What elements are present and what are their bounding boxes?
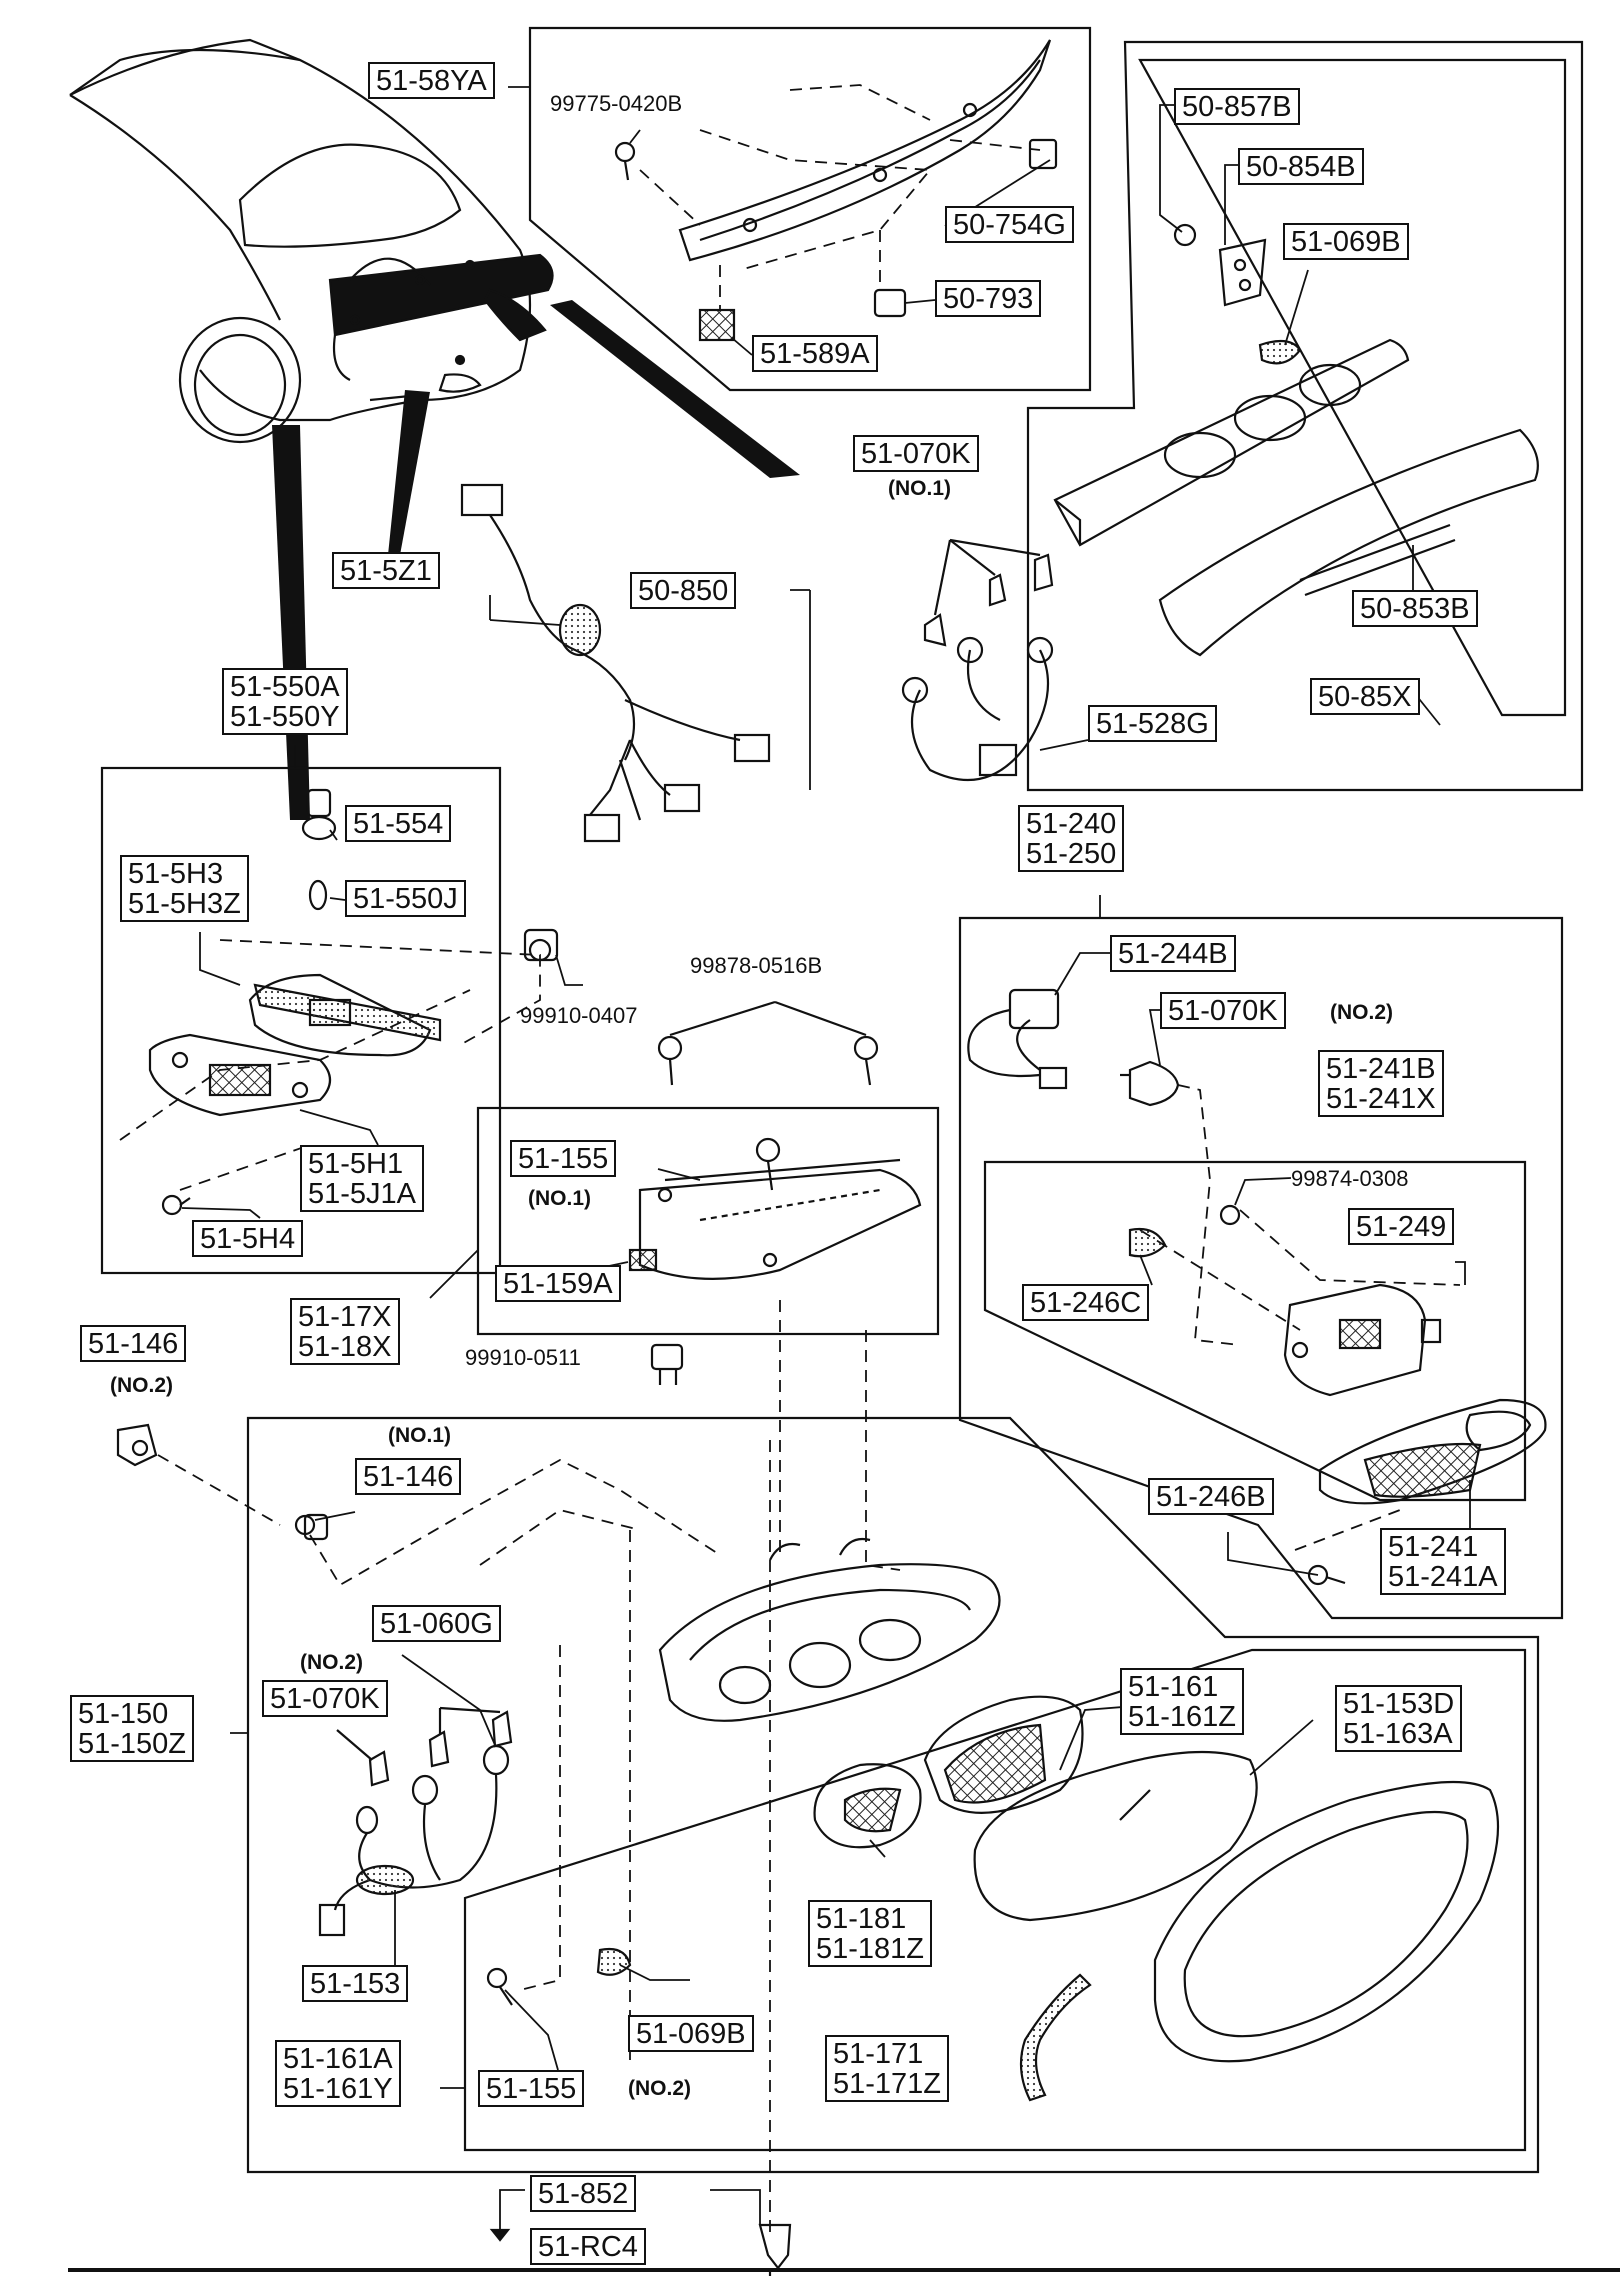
label-51-5H1: 51-5H1 51-5J1A xyxy=(300,1145,425,1213)
label-51-246C: 51-246C xyxy=(1022,1284,1150,1322)
lens-51-161 xyxy=(923,1695,1084,1814)
bulb-socket-harness-51-528G xyxy=(901,553,1054,782)
label-50-754G: 50-754G xyxy=(945,206,1074,244)
label-51-58YA: 51-58YA xyxy=(368,62,495,100)
label-51-155-top: 51-155 xyxy=(510,1140,617,1178)
label-50-854B: 50-854B xyxy=(1238,148,1364,186)
label-no1-155: (NO.1) xyxy=(528,1187,591,1210)
gasket-51-171 xyxy=(1019,1973,1092,2102)
label-51-181: 51-181 51-181Z xyxy=(808,1900,933,1968)
lens-51-181 xyxy=(813,1763,922,1849)
label-51-528G: 51-528G xyxy=(1088,705,1217,743)
screw-99775 xyxy=(614,141,636,181)
label-51-153: 51-153 xyxy=(302,1965,409,2003)
label-99910-0407: 99910-0407 xyxy=(520,1003,638,1028)
label-no2-070: (NO.2) xyxy=(300,1651,363,1674)
pad-51-069B xyxy=(1258,339,1302,365)
label-51-244B: 51-244B xyxy=(1110,935,1236,973)
label-51-159A: 51-159A xyxy=(495,1265,621,1303)
label-51-155-low: 51-155 xyxy=(478,2070,585,2108)
socket-99910-0407 xyxy=(523,928,559,962)
clip-50-793 xyxy=(873,288,907,318)
label-99874-0308: 99874-0308 xyxy=(1291,1166,1409,1191)
label-51-161A: 51-161A 51-161Y xyxy=(275,2040,401,2108)
screw-99874-0308 xyxy=(1219,1204,1241,1226)
clip-51-159A xyxy=(628,1248,658,1272)
nut-50-857B xyxy=(1173,223,1197,247)
label-no1-146: (NO.1) xyxy=(388,1424,451,1447)
clip-99910-0511 xyxy=(650,1343,684,1385)
label-51-852: 51-852 xyxy=(530,2175,637,2213)
label-50-850: 50-850 xyxy=(630,572,737,610)
label-51-246B: 51-246B xyxy=(1148,1478,1274,1516)
label-99910-0511: 99910-0511 xyxy=(465,1345,581,1370)
clip-51-146-no1 xyxy=(294,1513,329,1541)
label-51-5Z1: 51-5Z1 xyxy=(332,552,440,590)
side-marker-lamp xyxy=(148,973,442,1117)
label-50-853B: 50-853B xyxy=(1352,590,1478,628)
label-51-240: 51-240 51-250 xyxy=(1018,805,1125,873)
clip-51-589A xyxy=(698,308,736,342)
label-no1-top: (NO.1) xyxy=(888,477,951,500)
lamp-socket-51-249 xyxy=(1283,1283,1442,1397)
label-51-070K-top: 51-070K xyxy=(853,435,979,473)
screws-99878-0516B xyxy=(657,1000,879,1191)
label-51-5H3: 51-5H3 51-5H3Z xyxy=(120,855,249,923)
label-51-150: 51-150 51-150Z xyxy=(70,1695,195,1763)
label-51-153D: 51-153D 51-163A xyxy=(1335,1685,1463,1753)
label-51-070K-low: 51-070K xyxy=(262,1680,388,1718)
harness-51-5Z1 xyxy=(460,483,771,843)
screw-51-246B xyxy=(1307,1564,1346,1586)
car-rear-view xyxy=(69,38,554,444)
socket-harness-51-244B xyxy=(967,988,1068,1090)
label-99775-0420B: 99775-0420B xyxy=(550,91,683,116)
label-51-249: 51-249 xyxy=(1348,1208,1455,1246)
label-99878-0516B: 99878-0516B xyxy=(690,953,823,978)
label-50-857B: 50-857B xyxy=(1174,88,1300,126)
label-51-241B: 51-241B 51-241X xyxy=(1318,1050,1444,1118)
lens-51-153D xyxy=(973,1750,1258,1922)
pad-51-246C xyxy=(1128,1227,1167,1258)
label-50-85X: 50-85X xyxy=(1310,678,1420,716)
lens-cover-frame xyxy=(1153,1780,1500,2063)
bulb-51-070K-no2 xyxy=(1120,1060,1180,1107)
screw-51-5H4 xyxy=(161,1194,191,1216)
bulb-51-550J xyxy=(308,879,328,911)
label-51-554: 51-554 xyxy=(345,805,452,843)
label-51-5H4: 51-5H4 xyxy=(192,1220,304,1258)
rear-combination-lamp-housing xyxy=(658,1537,1001,1722)
label-51-060G: 51-060G xyxy=(372,1605,501,1643)
reflector-bracket-51-155 xyxy=(638,1158,922,1280)
clip-50-754G xyxy=(1028,138,1058,170)
clip-51-146-no2 xyxy=(116,1423,158,1467)
label-51-550J: 51-550J xyxy=(345,880,466,918)
label-51-171: 51-171 51-171Z xyxy=(825,2035,950,2103)
rear-garnish-strip xyxy=(678,39,1052,262)
side-lamp-lens-51-241 xyxy=(1318,1398,1547,1505)
label-51-241: 51-241 51-241A xyxy=(1380,1528,1506,1596)
label-51-RC4: 51-RC4 xyxy=(530,2228,646,2266)
label-51-070K-mid: 51-070K xyxy=(1160,992,1286,1030)
label-50-793: 50-793 xyxy=(935,280,1042,318)
high-mount-stop-lamp xyxy=(1053,338,1539,657)
label-51-069B-low: 51-069B xyxy=(628,2015,754,2053)
label-51-069B-top: 51-069B xyxy=(1283,223,1409,261)
label-51-589A: 51-589A xyxy=(752,335,878,373)
label-no2-155: (NO.2) xyxy=(628,2077,691,2100)
label-no2-mid: (NO.2) xyxy=(1330,1001,1393,1024)
socket-51-554 xyxy=(301,788,337,841)
label-51-146-mid: 51-146 xyxy=(355,1458,462,1496)
pad-51-069B-low xyxy=(596,1947,632,1976)
label-51-550A: 51-550A 51-550Y xyxy=(222,668,348,736)
label-51-161: 51-161 51-161Z xyxy=(1120,1668,1245,1736)
screw-51-155-no2 xyxy=(486,1967,513,2006)
bracket-50-854B xyxy=(1218,238,1267,307)
label-51-146-left: 51-146 xyxy=(80,1325,187,1363)
label-no2-146: (NO.2) xyxy=(110,1374,173,1397)
harness-51-153 xyxy=(318,1710,513,1937)
label-51-17X: 51-17X 51-18X xyxy=(290,1298,400,1366)
